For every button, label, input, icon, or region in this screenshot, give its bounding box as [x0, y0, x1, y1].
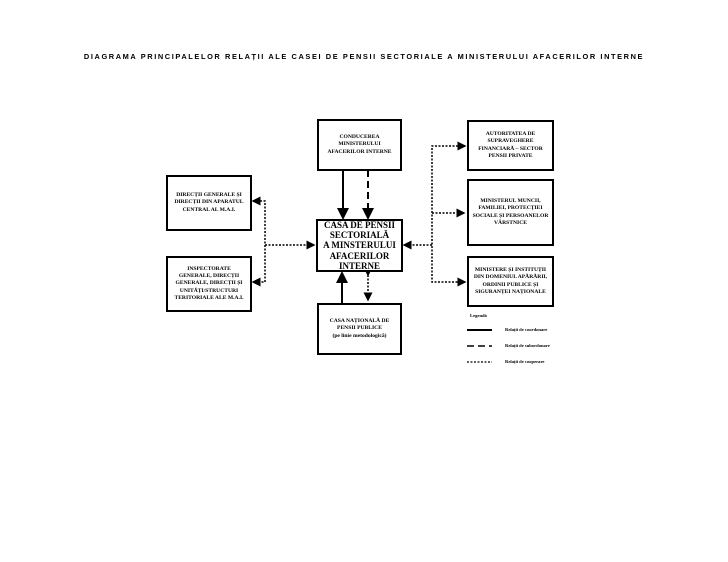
legend-subordonare: Relații de subordonare	[505, 343, 550, 348]
box-conducerea-mai: CONDUCEREA MINISTERULUI AFACERILOR INTER…	[317, 119, 402, 171]
box-ministere-institutii: MINISTERE ȘI INSTITUȚII DIN DOMENIUL APĂ…	[467, 256, 554, 307]
legend-coordonare: Relații de coordonare	[505, 327, 548, 332]
diagram-title: DIAGRAMA PRINCIPALELOR RELAȚII ALE CASEI…	[83, 52, 645, 61]
legend-cooperare: Relații de cooperare	[505, 359, 545, 364]
box-ministerul-muncii: MINISTERUL MUNCII, FAMILIEI, PROTECȚIEI …	[467, 179, 554, 246]
box-asf: AUTORITATEA DE SUPRAVEGHERE FINANCIARĂ –…	[467, 120, 554, 171]
box-casa-pensii-sectoriala: CASA DE PENSII SECTORIALĂ A MINSTERULUI …	[316, 219, 403, 272]
box-casa-nationala-pensii: CASA NAȚIONALĂ DE PENSII PUBLICE (pe lin…	[317, 303, 402, 355]
box-directii-generale: DIRECȚII GENERALE ȘI DIRECȚII DIN APARAT…	[166, 175, 252, 231]
legend-title: Legendă	[470, 313, 487, 318]
box-inspectorate: INSPECTORATE GENERALE, DIRECȚII GENERALE…	[166, 256, 252, 312]
cooperation-line-right	[431, 145, 465, 283]
cooperation-line-left	[253, 200, 266, 283]
